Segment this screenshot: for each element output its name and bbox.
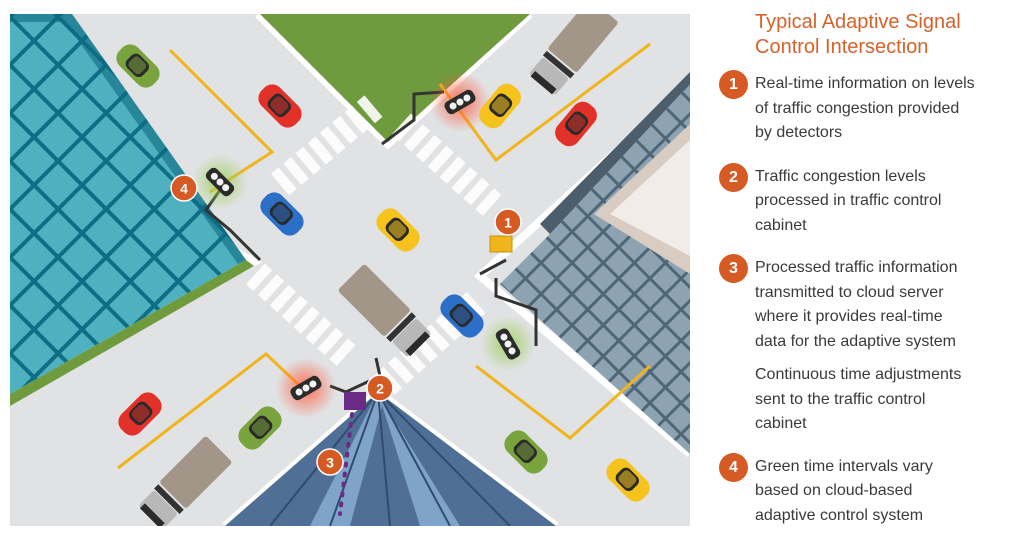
legend-line: adaptive control system bbox=[755, 506, 924, 524]
traffic-control-cabinet bbox=[489, 235, 513, 253]
legend-line: Processed traffic information bbox=[755, 259, 958, 276]
svg-text:2: 2 bbox=[376, 381, 384, 397]
step-number-badge: 3 bbox=[719, 254, 748, 283]
legend-line: based on cloud-based bbox=[755, 482, 913, 499]
legend-line: Traffic congestion levels bbox=[755, 167, 926, 185]
grass-lot-top bbox=[260, 14, 530, 142]
legend-item-4: 4 Green time intervals vary based on clo… bbox=[712, 452, 1017, 529]
marker-1: 1 bbox=[494, 208, 522, 236]
legend-line: by detectors bbox=[755, 124, 843, 141]
legend-text: Traffic congestion levels processed in t… bbox=[755, 165, 1017, 239]
svg-text:1: 1 bbox=[504, 215, 512, 231]
title-line-1: Typical Adaptive Signal bbox=[755, 11, 961, 33]
legend-text: Processed traffic information transmitte… bbox=[755, 256, 1017, 354]
cloud-link bbox=[338, 412, 354, 516]
legend-line: Continuous time adjustments bbox=[755, 366, 962, 383]
legend-item-3-continued: Continuous time adjustments sent to the … bbox=[712, 363, 1017, 437]
marker-3: 3 bbox=[316, 448, 344, 476]
diagram-title: Typical Adaptive Signal Control Intersec… bbox=[755, 10, 1017, 60]
legend-line: of traffic congestion provided bbox=[755, 99, 960, 117]
legend-item-2: 2 Traffic congestion levels processed in… bbox=[712, 162, 1017, 239]
legend-text: Green time intervals vary based on cloud… bbox=[755, 455, 1017, 529]
legend-text: Continuous time adjustments sent to the … bbox=[755, 363, 1017, 437]
legend-line: cabinet bbox=[755, 415, 807, 432]
legend-line: where it provides real-time bbox=[755, 308, 943, 325]
legend-item-1: 1 Real-time information on levels of tra… bbox=[712, 70, 1017, 146]
legend-line: cabinet bbox=[755, 216, 807, 234]
legend-line: processed in traffic control bbox=[755, 192, 942, 209]
building-bottom bbox=[225, 392, 556, 526]
legend-line: Green time intervals vary bbox=[755, 457, 933, 475]
svg-text:3: 3 bbox=[326, 455, 334, 471]
legend-line: sent to the traffic control bbox=[755, 390, 926, 408]
legend-line: Real-time information on levels bbox=[755, 75, 975, 92]
legend-line: transmitted to cloud server bbox=[755, 283, 944, 301]
legend-line: data for the adaptive system bbox=[755, 332, 956, 350]
legend-item-3: 3 Processed traffic information transmit… bbox=[712, 254, 1017, 354]
building-left bbox=[10, 14, 246, 394]
marker-4: 4 bbox=[170, 174, 198, 202]
intersection-illustration: 1 2 3 4 bbox=[10, 14, 690, 526]
title-line-2: Control Intersection bbox=[755, 36, 929, 58]
svg-text:4: 4 bbox=[180, 181, 188, 197]
legend-panel: Typical Adaptive Signal Control Intersec… bbox=[712, 10, 1017, 528]
detector-loop-right bbox=[475, 364, 652, 440]
step-number-badge: 4 bbox=[719, 452, 748, 482]
step-number-badge: 1 bbox=[719, 70, 748, 99]
legend-text: Real-time information on levels of traff… bbox=[755, 72, 1017, 146]
step-number-badge: 2 bbox=[719, 162, 748, 192]
marker-2: 2 bbox=[366, 374, 394, 402]
